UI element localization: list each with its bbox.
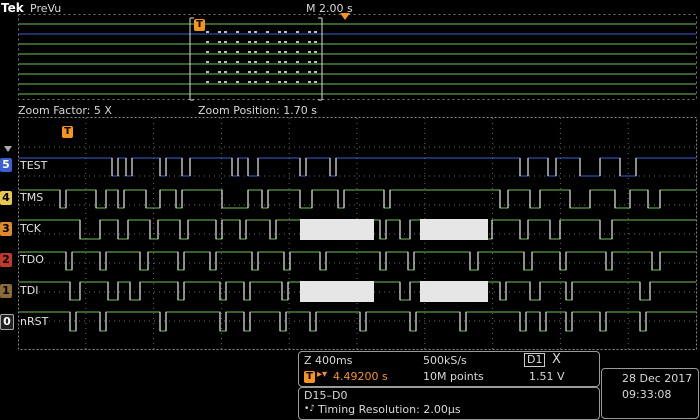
signal-label-tms: TMS — [20, 191, 44, 204]
signal-label-tdi: TDI — [20, 284, 39, 297]
trigger-source-badge[interactable]: D1 — [524, 353, 546, 367]
zoom-frame — [18, 117, 697, 350]
digital-trace — [19, 281, 696, 301]
tdi-burst-block — [300, 281, 374, 302]
trigger-position-icon — [340, 13, 350, 20]
threshold-readout: 1.51 V — [529, 370, 565, 383]
trigger-arrow-icon: ▸▾ — [317, 369, 328, 380]
channel-tag-d1[interactable]: 1 — [0, 284, 12, 298]
zoom-factor-label: Zoom Factor: 5 X — [18, 104, 112, 117]
digital-trace — [19, 251, 696, 271]
digital-trace — [19, 219, 696, 240]
tdi-burst-block — [420, 281, 488, 302]
digital-trace — [19, 311, 696, 332]
acquisition-mode: PreVu — [30, 2, 62, 15]
signal-label-test: TEST — [20, 159, 48, 172]
clock-panel — [601, 368, 699, 419]
zoom-window-bracket — [189, 17, 323, 101]
tck-burst-block — [300, 219, 374, 240]
digital-trace — [19, 157, 696, 177]
timing-resolution-readout: Timing Resolution: 2.00µs — [318, 403, 461, 416]
record-length-readout: 10M points — [423, 370, 484, 383]
brand-logo: Tek — [1, 1, 24, 15]
digital-trace — [19, 189, 696, 209]
zoom-scale-readout: Z 400ms — [304, 354, 353, 367]
acquisition-status-panel[interactable] — [298, 351, 600, 387]
channel-tag-d5[interactable]: 5 — [0, 158, 12, 172]
trigger-slope-icon: X — [552, 352, 561, 367]
channel-tag-d4[interactable]: 4 — [0, 191, 12, 205]
signal-label-nrst: nRST — [20, 315, 49, 328]
signal-label-tck: TCK — [20, 222, 41, 235]
bus-label: D15–D0 — [304, 389, 348, 402]
zoom-trigger-icon: T — [62, 126, 73, 138]
trigger-position-readout: 4.49200 s — [333, 370, 388, 383]
time-readout: 09:33:08 — [622, 388, 672, 401]
tck-burst-block — [420, 219, 488, 240]
ground-marker-icon — [4, 146, 12, 152]
channel-tag-d3[interactable]: 3 — [0, 222, 12, 236]
channel-tag-d2[interactable]: 2 — [0, 253, 12, 267]
timebase-readout[interactable]: M 2.00 s — [306, 2, 353, 15]
overview-trigger-icon: T — [194, 19, 205, 31]
sample-rate-readout: 500kS/s — [423, 354, 467, 367]
timing-resolution-icon: •♪ — [304, 404, 316, 414]
overview-frame — [18, 14, 697, 100]
channel-tag-d0[interactable]: 0 — [0, 314, 14, 330]
trigger-status-icon: T — [304, 371, 315, 383]
signal-label-tdo: TDO — [20, 253, 44, 266]
date-readout: 28 Dec 2017 — [622, 372, 693, 385]
zoom-position-label: Zoom Position: 1.70 s — [198, 104, 317, 117]
